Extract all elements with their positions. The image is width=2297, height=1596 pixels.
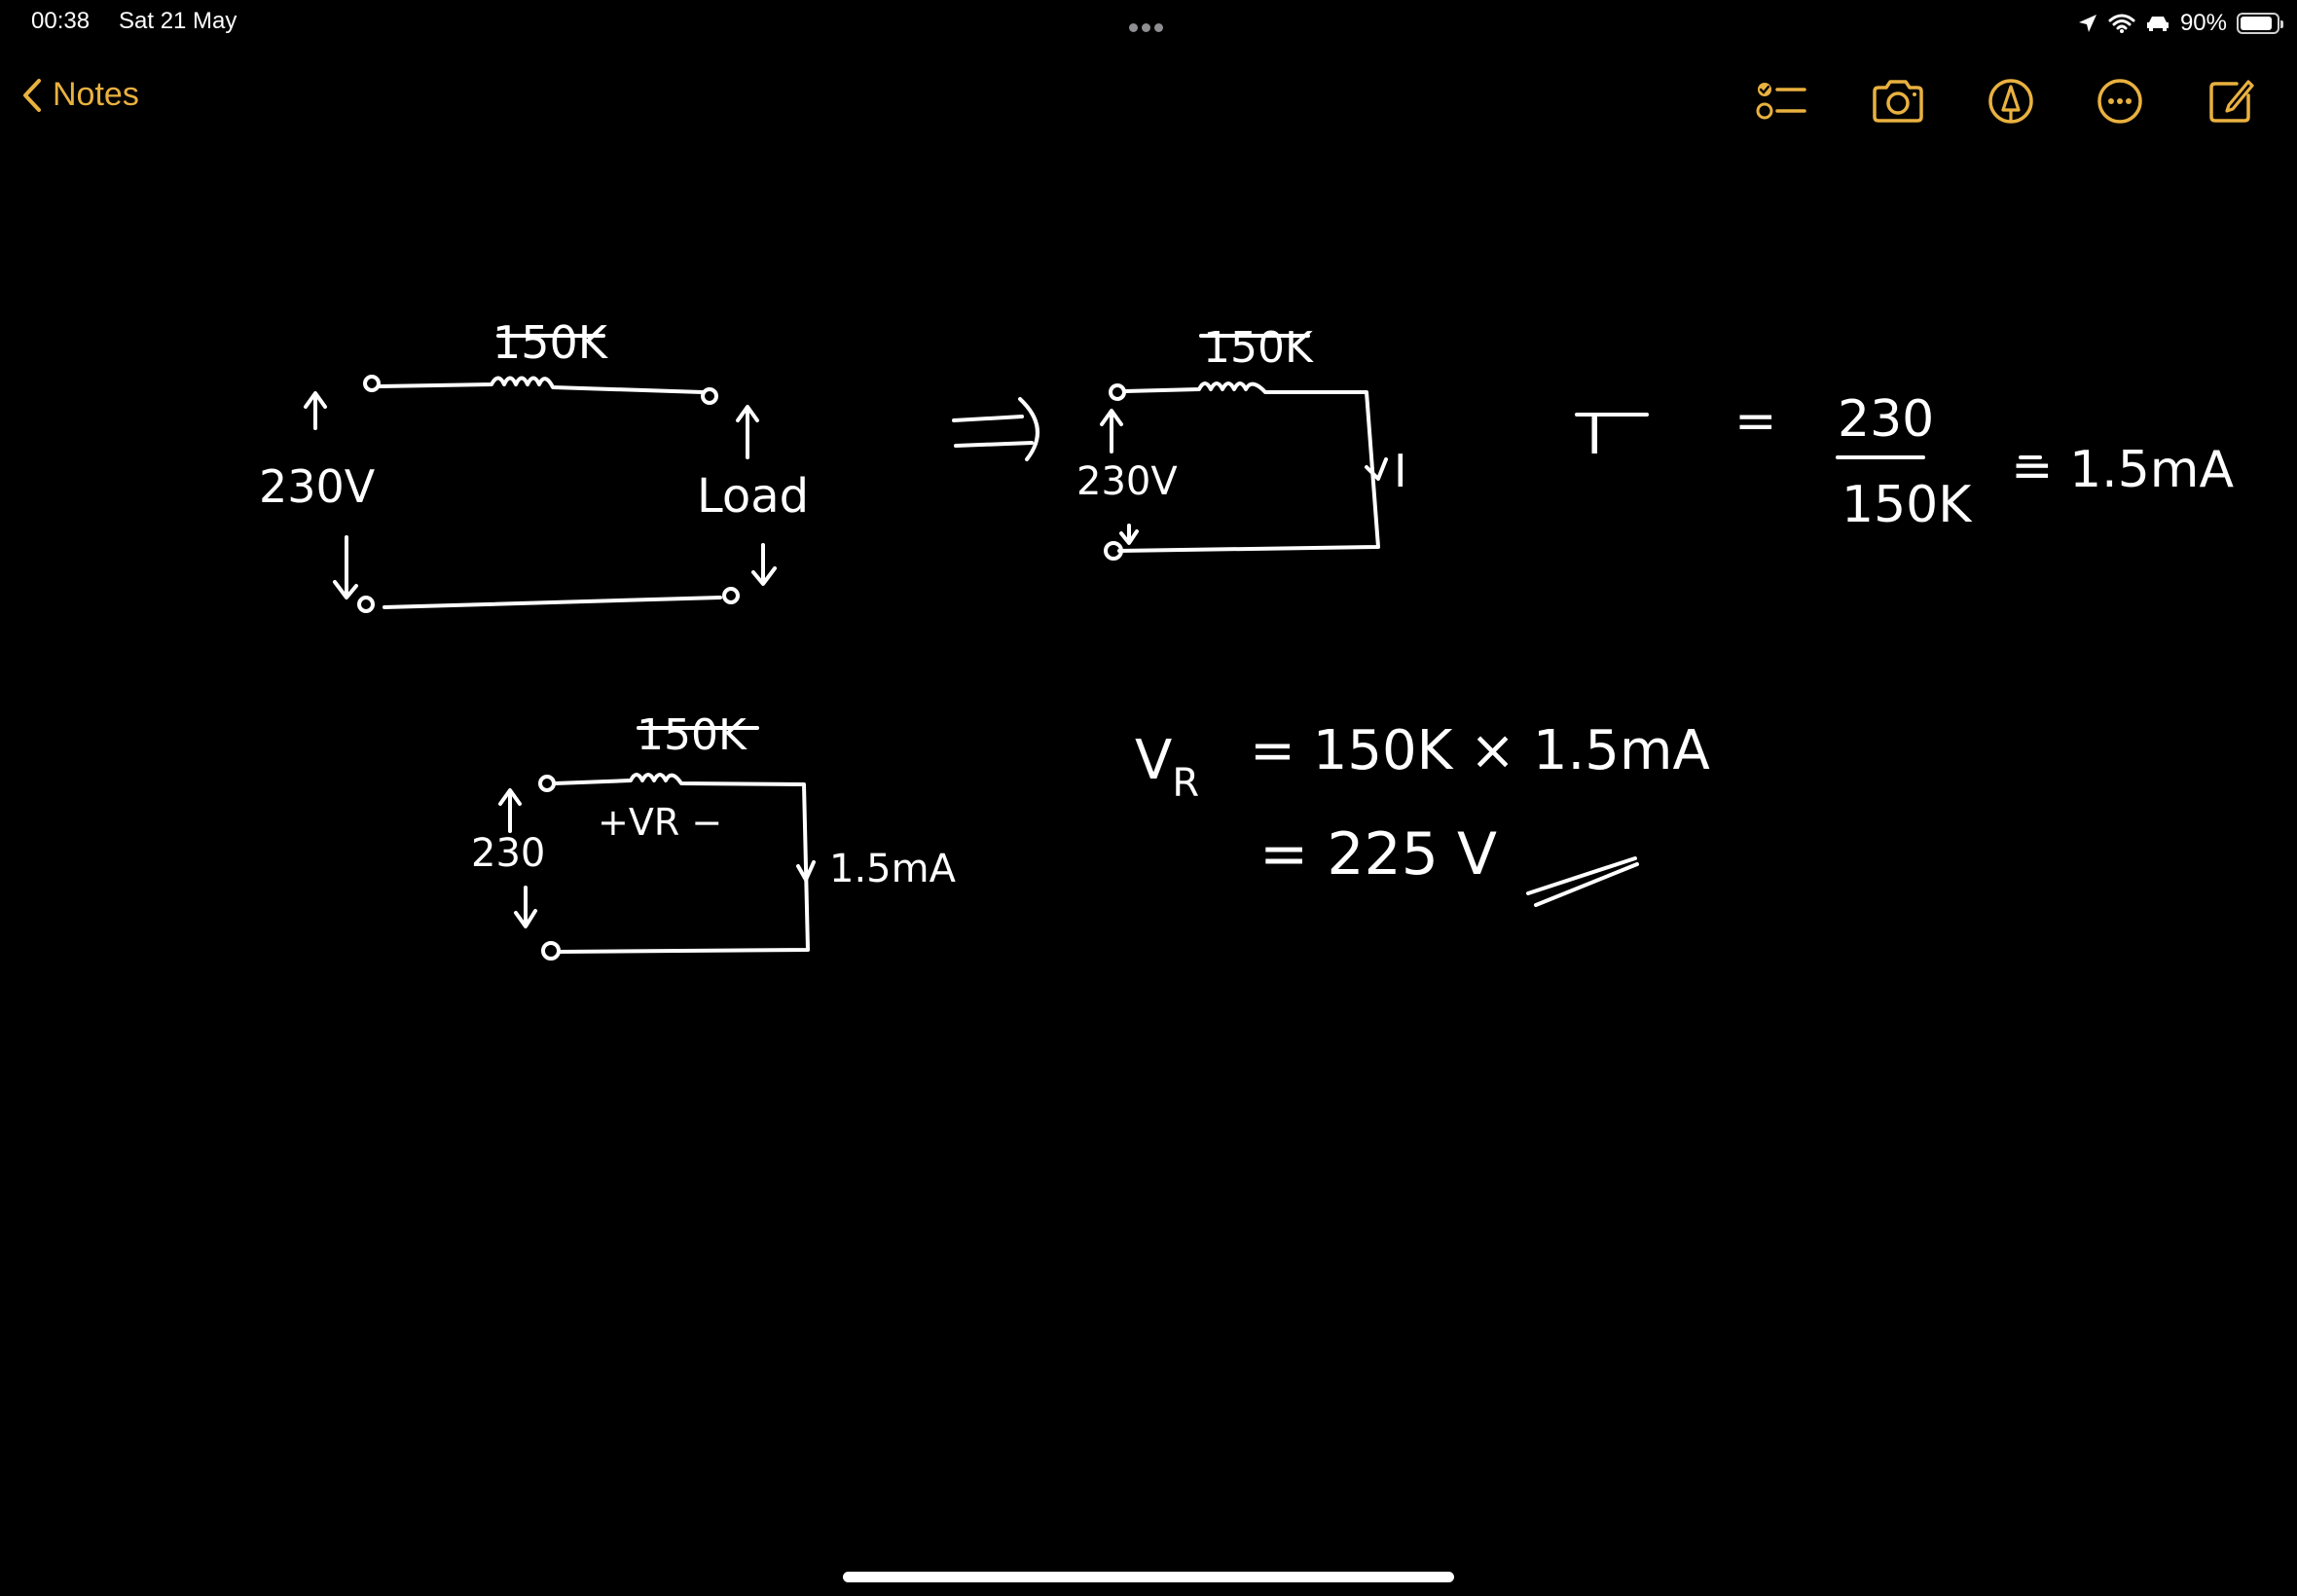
battery-icon: [2237, 13, 2283, 34]
circuit-3-current-label: 1.5mA: [829, 847, 957, 891]
compose-button[interactable]: [2202, 72, 2260, 130]
circuit-3-resistor-label: 150K: [637, 710, 747, 760]
nav-bar: Notes: [0, 58, 2297, 136]
battery-percent: 90%: [2179, 10, 2227, 36]
circuit-3-voltage-label: 230: [471, 831, 545, 876]
circuit-2-voltage-label: 230V: [1076, 459, 1178, 504]
status-date: Sat 21 May: [119, 8, 237, 34]
circuit-3-vr-label: +VR −: [598, 801, 722, 844]
chevron-left-icon: [23, 78, 41, 112]
circuit-2-resistor-label: 150K: [1203, 323, 1314, 373]
circuit-1-resistor-label: 150K: [492, 316, 609, 369]
circuit-1-voltage-label: 230V: [259, 460, 376, 513]
back-label: Notes: [53, 76, 139, 113]
voltage-eq-line-2: = 225 V: [1259, 820, 1497, 889]
voltage-eq-lhs: VR: [1135, 729, 1199, 806]
checklist-button[interactable]: [1752, 72, 1810, 130]
circuit-1-load-label: Load: [697, 469, 809, 524]
current-eq-result: = 1.5mA: [2011, 441, 2234, 499]
more-icon: [2097, 79, 2142, 124]
back-button[interactable]: Notes: [21, 76, 139, 114]
camera-button[interactable]: [1869, 72, 1927, 130]
location-icon: [2078, 15, 2096, 32]
status-bar: 00:38 Sat 21 May 90%: [0, 0, 2297, 47]
wifi-icon: [2108, 14, 2135, 33]
current-eq-denominator: 150K: [1841, 476, 1973, 534]
answer-underline: [1526, 856, 1639, 907]
voltage-eq-line-1: = 150K × 1.5mA: [1250, 719, 1710, 782]
circuit-1-drawing: [304, 334, 777, 613]
markup-button[interactable]: [1982, 72, 2040, 130]
status-indicators: 90%: [2077, 8, 2283, 39]
voltage-eq-lhs-sub: R: [1172, 761, 1199, 806]
current-eq-numerator: 230: [1838, 390, 1934, 449]
voltage-eq-lhs-main: V: [1135, 729, 1172, 792]
checklist-icon: [1756, 83, 1806, 120]
markup-pen-icon: [1988, 79, 2033, 124]
battery-level: [2241, 17, 2273, 30]
implies-arrow: [952, 397, 1039, 461]
current-equation-drawing: [1575, 413, 2042, 459]
camera-icon: [1873, 80, 1923, 123]
circuit-3-drawing: [498, 726, 816, 961]
car-icon: [2146, 17, 2169, 31]
circuit-2-current-label: I: [1394, 445, 1407, 497]
compose-icon: [2209, 80, 2254, 123]
more-button[interactable]: [2091, 72, 2149, 130]
home-indicator[interactable]: [843, 1572, 1454, 1582]
multitasking-dots-icon[interactable]: [1127, 19, 1165, 37]
circuit-2-drawing: [1100, 334, 1388, 561]
current-eq-lhs: I: [1586, 404, 1603, 467]
status-time: 00:38: [31, 8, 91, 34]
current-eq-equals: =: [1734, 392, 1777, 451]
